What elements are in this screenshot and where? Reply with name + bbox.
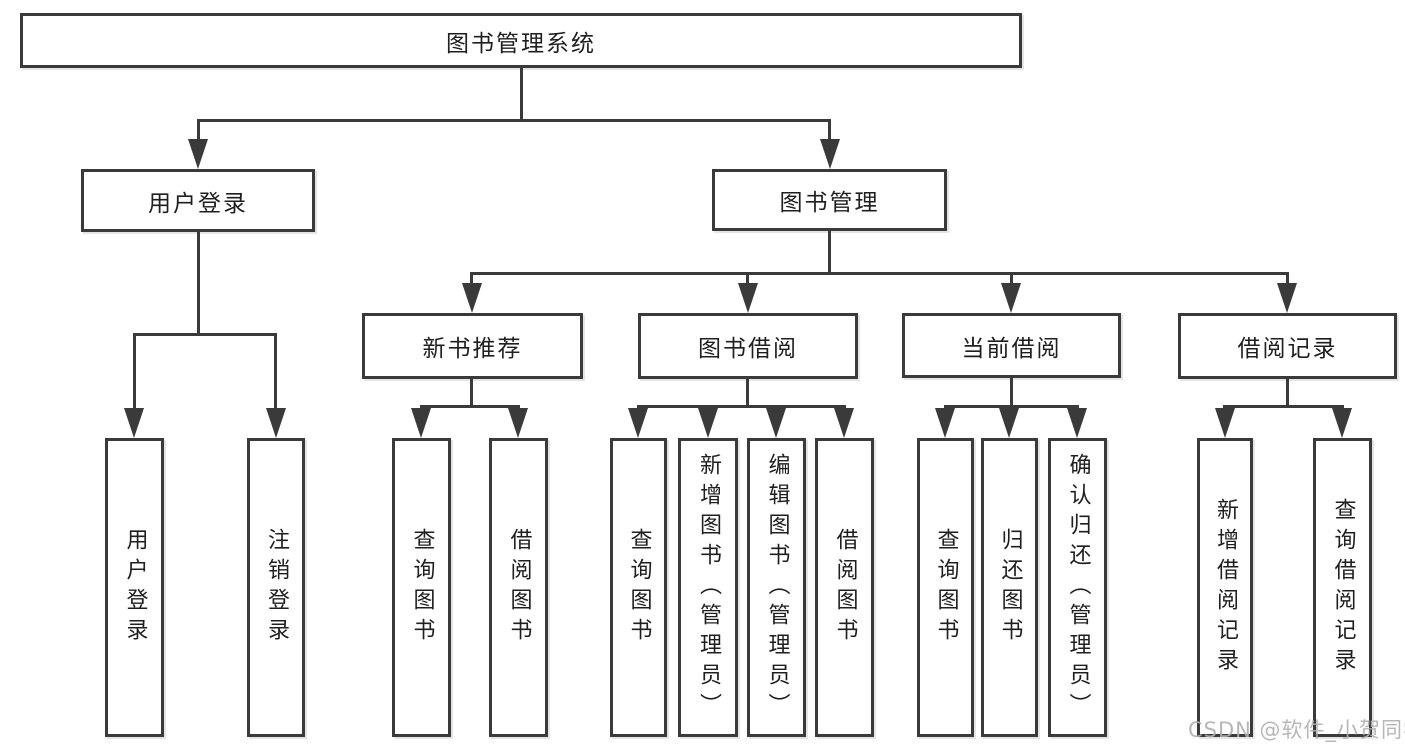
node-label: 图书借阅: [698, 336, 798, 362]
arrow-down-icon: [738, 283, 758, 313]
connector-drop: [197, 119, 200, 143]
arrow-down-icon: [834, 408, 854, 438]
arrow-down-icon: [1277, 283, 1297, 313]
connector-current-rail: [944, 405, 1079, 408]
arrow-down-icon: [124, 408, 144, 438]
arrow-down-icon: [698, 408, 718, 438]
leaf-edit-books-admin: 编辑图书（管理员）: [747, 438, 806, 737]
node-label: 当前借阅: [961, 335, 1062, 362]
leaf-label: 查询图书: [626, 527, 652, 648]
leaf-user-login: 用户登录: [105, 438, 164, 737]
arrow-down-icon: [1215, 408, 1235, 438]
connector-drop: [746, 272, 749, 288]
arrow-down-icon: [999, 408, 1019, 438]
leaf-borrow-books-borrowing: 借阅图书: [815, 438, 874, 737]
arrow-down-icon: [1001, 283, 1021, 313]
node-label: 图书管理: [779, 190, 880, 216]
arrow-down-icon: [188, 139, 208, 169]
node-label: 借阅记录: [1237, 336, 1338, 362]
connector-records-stem: [1286, 379, 1289, 408]
node-user-login: 用户登录: [81, 169, 315, 232]
leaf-query-borrow-record: 查询借阅记录: [1313, 438, 1372, 737]
arrow-down-icon: [820, 139, 840, 169]
node-library-management-system: 图书管理系统: [20, 13, 1022, 68]
arrow-down-icon: [1332, 408, 1352, 438]
connector-borrowing-stem: [746, 379, 749, 408]
connector-drop: [828, 119, 831, 143]
node-label: 用户登录: [148, 190, 248, 217]
leaf-label: 借阅图书: [832, 527, 858, 648]
leaf-add-borrow-record: 新增借阅记录: [1197, 438, 1253, 737]
node-label: 新书推荐: [422, 336, 523, 362]
node-book-management: 图书管理: [712, 169, 947, 231]
node-new-book-recommend: 新书推荐: [362, 313, 583, 379]
connector-current-stem: [1010, 377, 1013, 408]
leaf-label: 归还图书: [997, 527, 1023, 648]
leaf-add-books-admin: 新增图书（管理员）: [678, 438, 738, 737]
leaf-logout-login: 注销登录: [247, 438, 305, 737]
leaf-query-books-borrowing: 查询图书: [610, 438, 667, 737]
leaf-label: 借阅图书: [506, 527, 532, 648]
connector-drop: [133, 333, 136, 411]
csdn-watermark: CSDN @软件_小贺同学: [1188, 718, 1405, 742]
arrow-down-icon: [508, 408, 528, 438]
leaf-label: 新增借阅记录: [1213, 497, 1238, 678]
arrow-down-icon: [1067, 408, 1087, 438]
leaf-label: 编辑图书（管理员）: [764, 452, 790, 723]
connector-user-login-stem: [197, 232, 200, 336]
connector-records-rail: [1223, 405, 1344, 408]
arrow-down-icon: [411, 408, 431, 438]
connector-drop: [470, 272, 473, 288]
connector-root-stem: [520, 68, 523, 122]
arrow-down-icon: [628, 408, 648, 438]
connector-book-mgmt-rail: [470, 272, 1287, 275]
connector-user-login-rail: [133, 333, 277, 336]
node-current-borrowing: 当前借阅: [902, 313, 1121, 378]
connector-book-mgmt-stem: [828, 231, 831, 275]
leaf-label: 用户登录: [122, 527, 148, 648]
node-label: 图书管理系统: [446, 30, 596, 57]
leaf-label: 注销登录: [264, 527, 289, 648]
node-borrowing-records: 借阅记录: [1178, 313, 1397, 379]
arrow-down-icon: [266, 408, 286, 438]
leaf-query-books-current: 查询图书: [917, 438, 974, 737]
leaf-label: 新增图书（管理员）: [696, 452, 721, 723]
connector-drop: [274, 333, 277, 411]
leaf-label: 查询图书: [933, 527, 959, 648]
leaf-label: 查询图书: [409, 527, 435, 648]
node-book-borrowing: 图书借阅: [638, 313, 858, 379]
leaf-label: 查询借阅记录: [1330, 497, 1356, 678]
leaf-return-books: 归还图书: [981, 438, 1038, 737]
arrow-down-icon: [935, 408, 955, 438]
connector-borrowing-rail: [637, 405, 846, 408]
connector-recommend-stem: [470, 377, 473, 408]
arrow-down-icon: [766, 408, 786, 438]
connector-drop: [1286, 272, 1289, 288]
leaf-confirm-return-admin: 确认归还（管理员）: [1048, 438, 1107, 737]
arrow-down-icon: [462, 283, 482, 313]
leaf-label: 确认归还（管理员）: [1065, 452, 1091, 723]
leaf-borrow-books-recommend: 借阅图书: [489, 438, 548, 737]
leaf-query-books-recommend: 查询图书: [392, 438, 451, 737]
connector-root-rail: [197, 119, 831, 122]
connector-recommend-rail: [420, 405, 520, 408]
connector-drop: [1010, 272, 1013, 288]
